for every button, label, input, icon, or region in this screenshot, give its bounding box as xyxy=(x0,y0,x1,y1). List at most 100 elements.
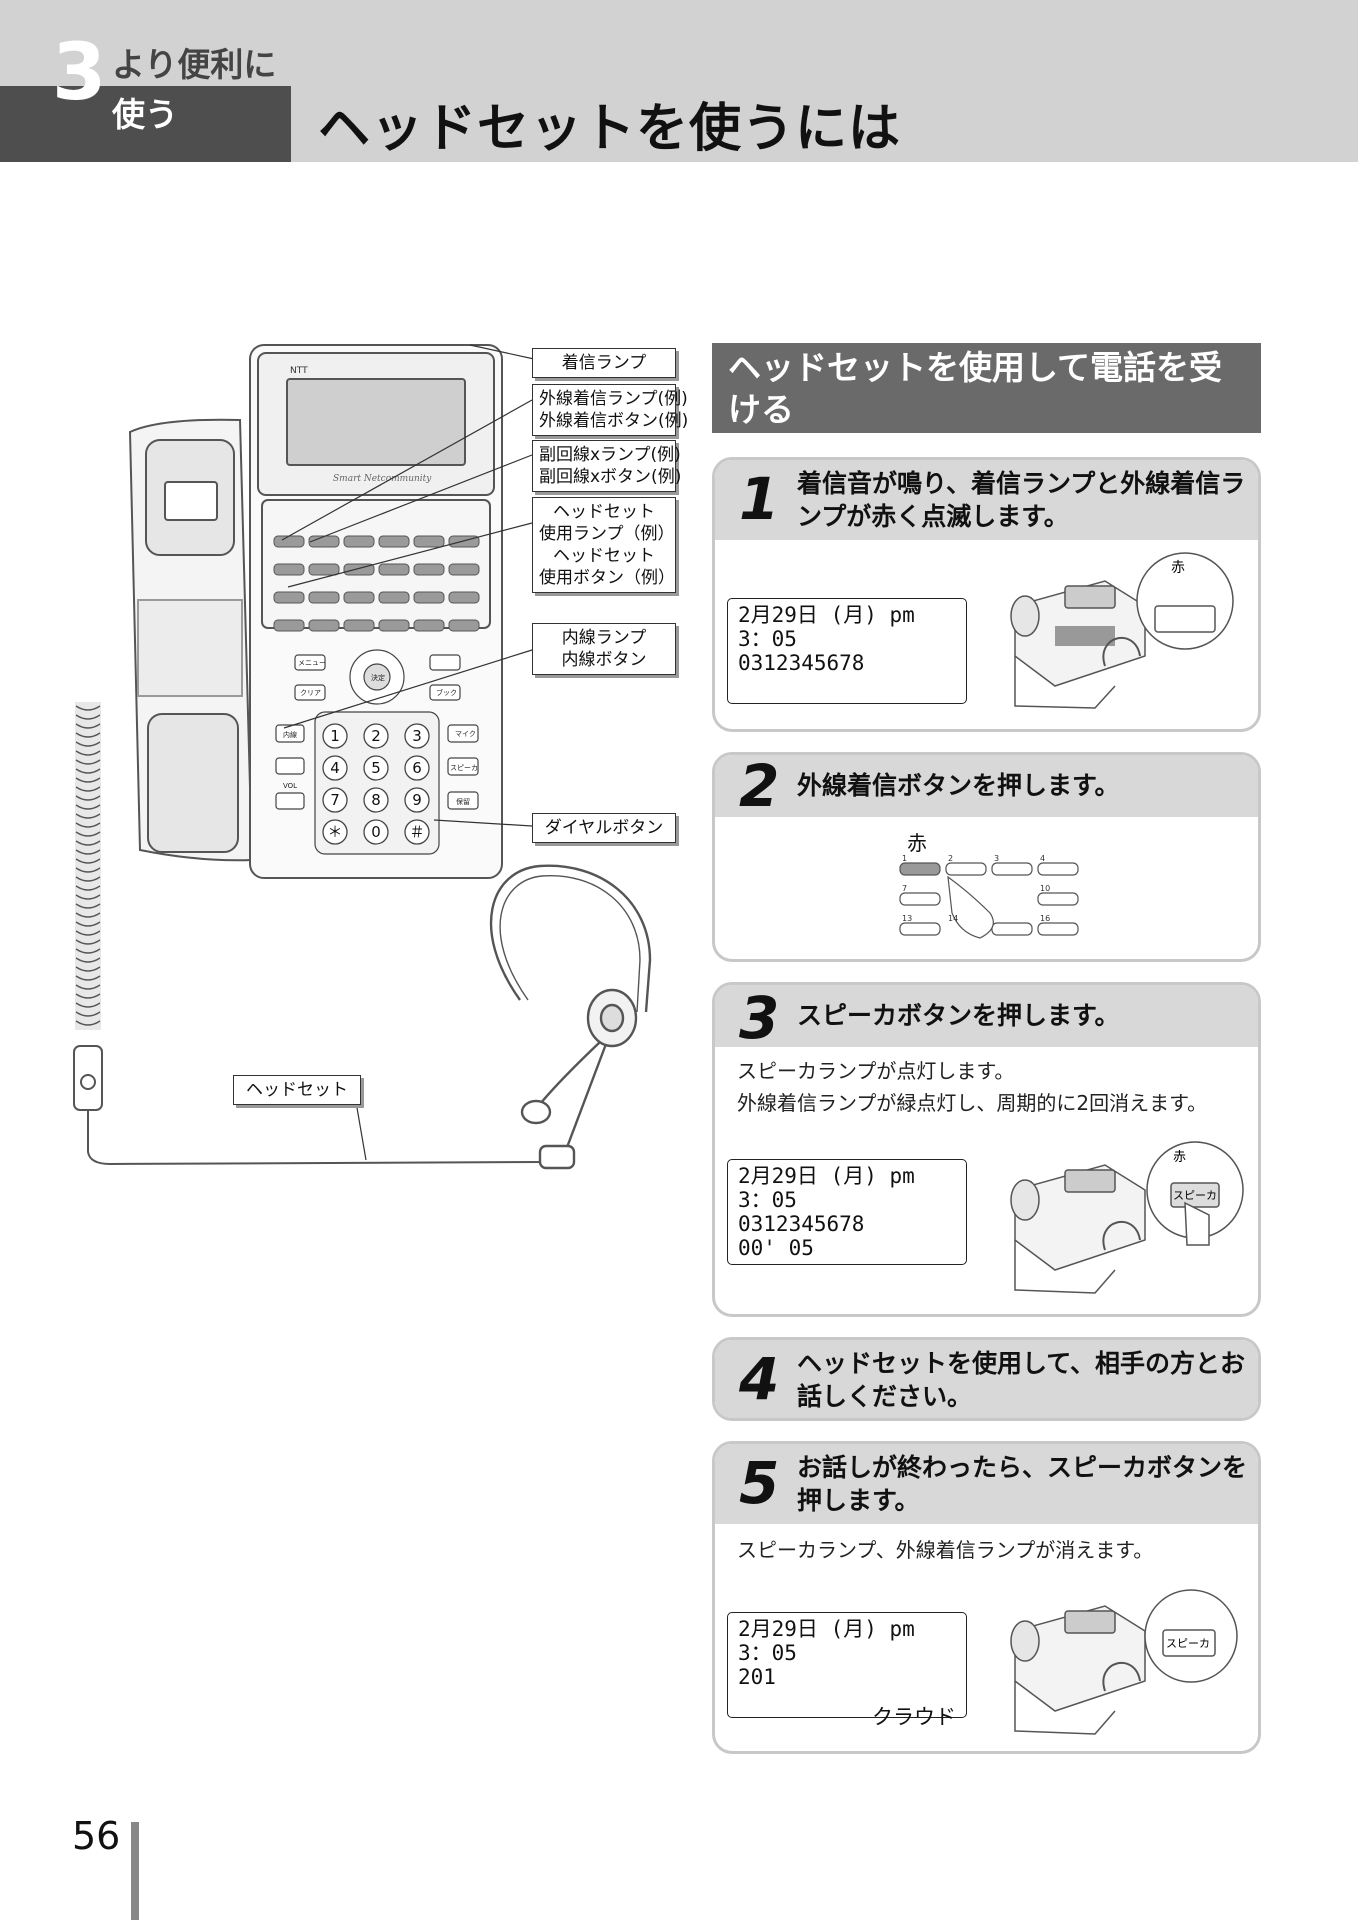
coil-loop xyxy=(75,741,101,747)
line-key xyxy=(273,563,305,576)
dial-key-label: 3 xyxy=(412,727,422,745)
coil-loop xyxy=(75,1002,101,1008)
dial-key-label: ＃ xyxy=(409,823,424,841)
line-key xyxy=(308,563,340,576)
phone-hangup-illustration: スピーカ xyxy=(1010,1589,1238,1735)
coil-loop xyxy=(75,822,101,828)
line-key xyxy=(448,591,480,604)
dial-key-label: 7 xyxy=(330,791,340,809)
line-key xyxy=(413,535,445,548)
svg-text:内線: 内線 xyxy=(283,730,297,739)
dial-key xyxy=(363,819,389,845)
dial-key-label: 4 xyxy=(330,759,340,777)
svg-text:2: 2 xyxy=(948,854,953,863)
line-key xyxy=(343,535,375,548)
line-key xyxy=(378,619,410,632)
line-key xyxy=(413,591,445,604)
svg-text:4: 4 xyxy=(1040,854,1045,863)
callout-incoming-lamp: 着信ランプ xyxy=(532,348,676,378)
step-number: 3 xyxy=(739,984,780,1052)
section-title: ヘッドセットを使用して電話を受ける xyxy=(712,343,1261,433)
coil-loop xyxy=(75,912,101,918)
svg-text:VOL: VOL xyxy=(283,782,297,790)
chapter-number: 3 xyxy=(52,28,107,118)
line-key xyxy=(413,563,445,576)
line-key xyxy=(308,535,340,548)
step-1: 1 着信音が鳴り、着信ランプと外線着信ランプが赤く点滅します。 2月29日 (月… xyxy=(712,457,1261,732)
dial-key-label: 8 xyxy=(371,791,381,809)
step-number: 4 xyxy=(739,1345,780,1413)
line-key xyxy=(448,619,480,632)
svg-text:スピーカ: スピーカ xyxy=(1166,1637,1210,1650)
line-key xyxy=(273,619,305,632)
phone-illustration: NTT Smart Netcommunity メニュー クリア 決定 ブック 内… xyxy=(73,344,652,1170)
coil-loop xyxy=(75,885,101,891)
svg-text:7: 7 xyxy=(902,884,907,893)
coil-loop xyxy=(75,966,101,972)
step-note: スピーカランプ、外線着信ランプが消えます。 xyxy=(737,1538,1154,1562)
line-key xyxy=(308,619,340,632)
dial-key-label: ＊ xyxy=(327,823,342,841)
line-key xyxy=(448,563,480,576)
coil-loop xyxy=(75,948,101,954)
dial-key xyxy=(322,787,348,813)
callout-outside-line: 外線着信ランプ(例)外線着信ボタン(例) xyxy=(532,384,688,436)
line-key xyxy=(378,563,410,576)
line-key xyxy=(308,591,340,604)
dial-key xyxy=(363,787,389,813)
callout-internal-line: 内線ランプ内線ボタン xyxy=(532,623,676,675)
coil-loop xyxy=(75,894,101,900)
coil-loop xyxy=(75,714,101,720)
step-text: ヘッドセットを使用して、相手の方とお話しください。 xyxy=(797,1349,1246,1411)
dial-key xyxy=(322,819,348,845)
step-text: お話しが終わったら、スピーカボタンを押します。 xyxy=(797,1453,1248,1515)
coil-loop xyxy=(75,975,101,981)
line-key xyxy=(343,591,375,604)
step-number: 2 xyxy=(739,752,780,820)
svg-text:3: 3 xyxy=(994,854,999,863)
coil-loop xyxy=(75,858,101,864)
svg-text:16: 16 xyxy=(1040,914,1050,923)
coil-loop xyxy=(75,840,101,846)
svg-text:スピーカ: スピーカ xyxy=(1173,1189,1217,1202)
red-label: 赤 xyxy=(907,831,927,855)
coil-loop xyxy=(75,831,101,837)
dial-key xyxy=(322,755,348,781)
phone-speaker-illustration: 赤 スピーカ xyxy=(1010,1141,1244,1294)
line-key xyxy=(378,535,410,548)
coil-loop xyxy=(75,867,101,873)
coil-loop xyxy=(75,750,101,756)
coil-loop xyxy=(75,813,101,819)
svg-text:赤: 赤 xyxy=(1173,1150,1186,1165)
coil-loop xyxy=(75,795,101,801)
page-number-bar xyxy=(131,1822,139,1920)
svg-text:クリア: クリア xyxy=(300,689,321,697)
coil-loop xyxy=(75,777,101,783)
coil-loop xyxy=(75,903,101,909)
dial-key xyxy=(404,755,430,781)
dial-key xyxy=(363,723,389,749)
coil-loop xyxy=(75,705,101,711)
coil-loop xyxy=(75,804,101,810)
svg-text:決定: 決定 xyxy=(371,673,385,682)
coil-loop xyxy=(75,759,101,765)
coil-loop xyxy=(75,723,101,729)
dial-key-label: 1 xyxy=(330,727,340,745)
dial-key xyxy=(363,755,389,781)
line-key xyxy=(378,591,410,604)
coil-loop xyxy=(75,786,101,792)
coil-loop xyxy=(75,921,101,927)
step-note: スピーカランプが点灯します。 xyxy=(737,1059,1015,1083)
callout-headset-lamp-button: ヘッドセット使用ランプ（例）ヘッドセット使用ボタン（例） xyxy=(532,497,676,593)
coil-loop xyxy=(75,957,101,963)
svg-text:13: 13 xyxy=(902,914,912,923)
page-title: ヘッドセットを使うには xyxy=(318,99,902,159)
dial-key xyxy=(404,723,430,749)
step-text: 着信音が鳴り、着信ランプと外線着信ランプが赤く点滅します。 xyxy=(797,469,1246,531)
line-key xyxy=(413,619,445,632)
svg-text:ブック: ブック xyxy=(436,688,457,697)
coil-loop xyxy=(75,930,101,936)
chapter-title-line1: より便利に xyxy=(112,45,277,84)
